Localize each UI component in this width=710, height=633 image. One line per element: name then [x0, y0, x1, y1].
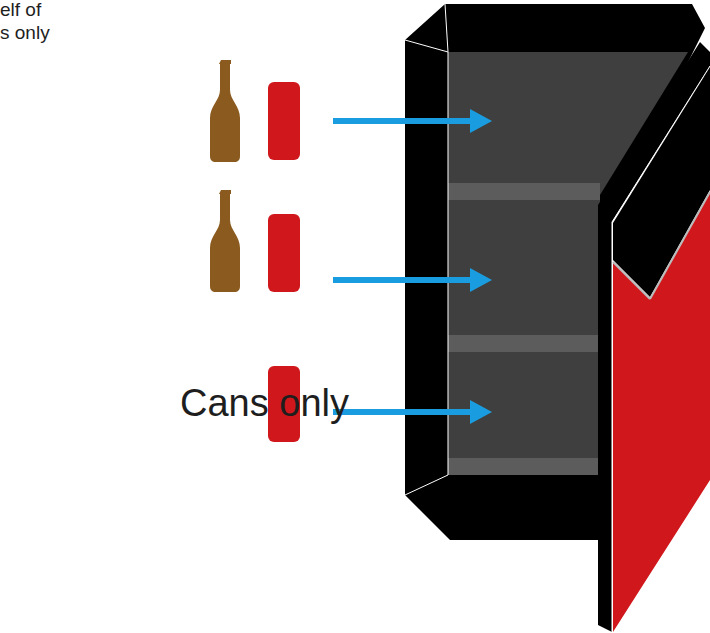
- edge-line: [613, 262, 650, 299]
- shelf-label: Cans only: [180, 383, 349, 425]
- door-edge: [598, 42, 710, 632]
- edge-line: [405, 40, 448, 495]
- note-text: elf of: [0, 0, 41, 21]
- arrow-head: [470, 400, 492, 424]
- can-icon: [268, 214, 300, 292]
- arrow: [333, 118, 472, 124]
- arrow-head: [470, 268, 492, 292]
- edge-line: [612, 222, 613, 632]
- shelf: [448, 183, 600, 200]
- note-text: s only: [0, 23, 50, 44]
- can-icon: [268, 82, 300, 160]
- bottle-icon: [210, 60, 240, 162]
- arrow: [333, 277, 472, 283]
- edge-line: [650, 192, 710, 299]
- shelf: [448, 335, 600, 352]
- bottle-icon: [210, 190, 240, 292]
- edge-line: [445, 4, 448, 52]
- arrow-head: [470, 109, 492, 133]
- door-panel: [613, 192, 710, 632]
- shelf: [448, 458, 600, 475]
- arrow: [333, 409, 472, 415]
